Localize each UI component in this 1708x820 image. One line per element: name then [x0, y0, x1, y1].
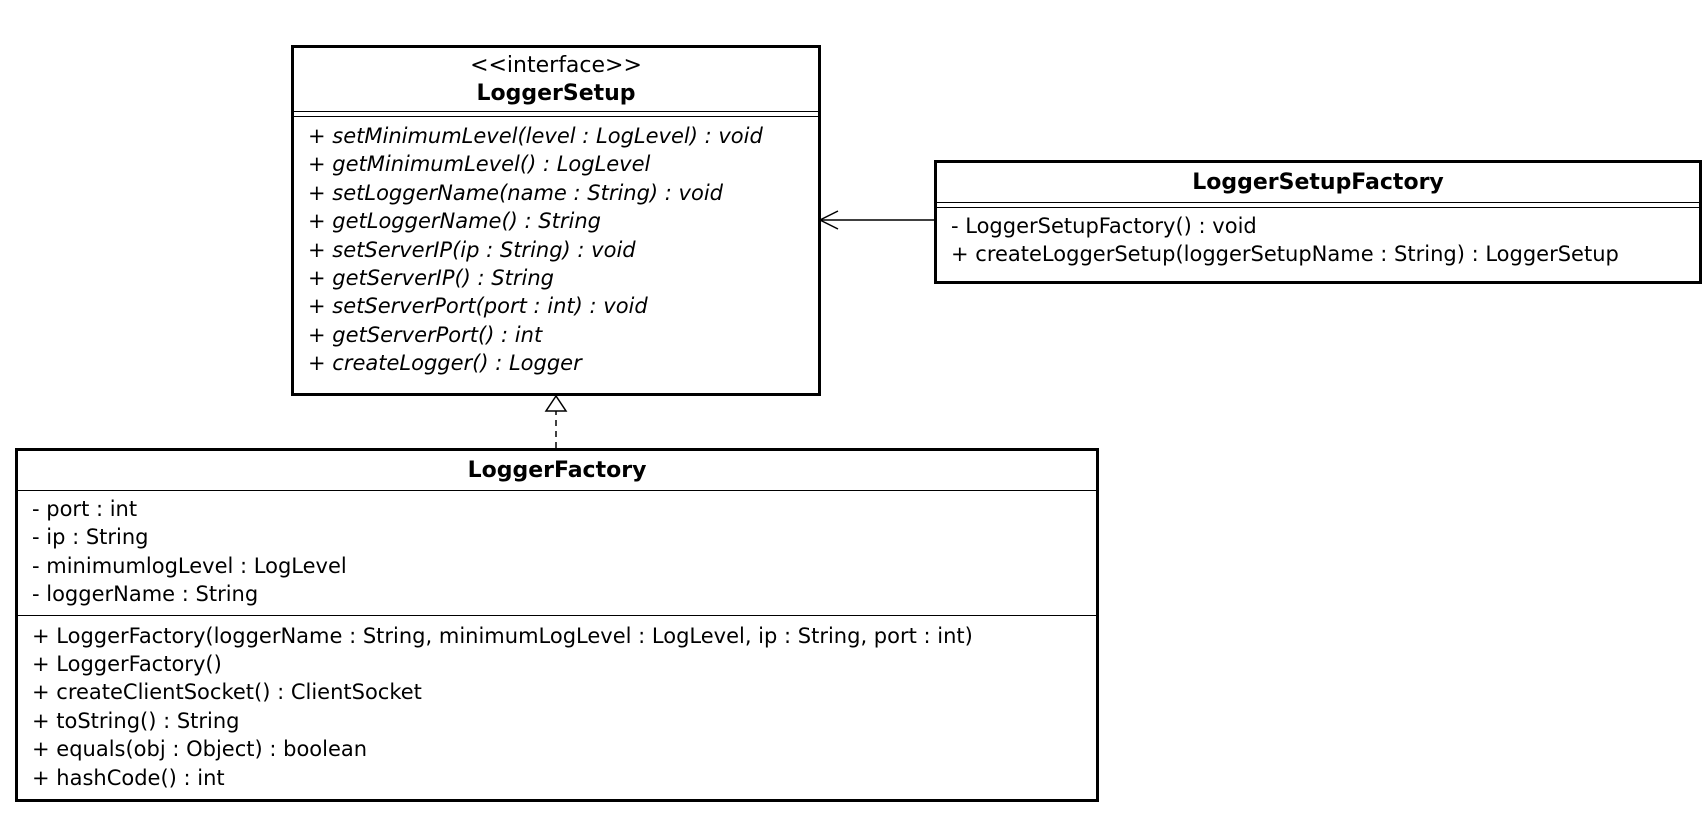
operations-compartment: + setMinimumLevel(level : LogLevel) : vo…	[294, 116, 818, 384]
operation: + getServerIP() : String	[308, 266, 554, 291]
operation: + LoggerFactory()	[32, 652, 222, 677]
operation: + setServerIP(ip : String) : void	[308, 237, 636, 262]
class-header: <<interface>> LoggerSetup	[294, 48, 818, 111]
class-name: LoggerSetupFactory	[1192, 170, 1444, 195]
operation: + getMinimumLevel() : LogLevel	[308, 152, 651, 177]
operation: + getLoggerName() : String	[308, 209, 601, 234]
operation: + getServerPort() : int	[308, 322, 543, 347]
operation: + setMinimumLevel(level : LogLevel) : vo…	[308, 124, 763, 148]
class-name: LoggerSetup	[476, 81, 636, 106]
association-arrow	[818, 210, 934, 230]
operation: + setLoggerName(name : String) : void	[308, 180, 723, 205]
operation: + equals(obj : Object) : boolean	[32, 737, 368, 762]
class-header: LoggerSetupFactory	[937, 163, 1699, 202]
class-header: LoggerFactory	[18, 451, 1096, 490]
attributes-compartment	[937, 202, 1699, 207]
operation: + setServerPort(port : int) : void	[308, 294, 648, 319]
operations-compartment: + LoggerFactory(loggerName : String, min…	[18, 614, 1096, 798]
realization-arrow	[544, 394, 568, 448]
operations-compartment: - LoggerSetupFactory() : void + createLo…	[937, 207, 1699, 275]
attributes-compartment: - port : int - ip : String - minimumlogL…	[18, 490, 1096, 615]
operation: + createLogger() : Logger	[308, 351, 582, 376]
operation: + createClientSocket() : ClientSocket	[32, 680, 422, 705]
attribute: - port : int	[32, 497, 138, 521]
attributes-compartment	[294, 111, 818, 116]
operation: + hashCode() : int	[32, 765, 225, 790]
attribute: - loggerName : String	[32, 582, 259, 607]
attribute: - ip : String	[32, 525, 149, 550]
attribute: - minimumlogLevel : LogLevel	[32, 553, 347, 578]
class-logger-factory[interactable]: LoggerFactory - port : int - ip : String…	[15, 448, 1099, 802]
class-logger-setup-factory[interactable]: LoggerSetupFactory - LoggerSetupFactory(…	[934, 160, 1702, 284]
operation: + createLoggerSetup(loggerSetupName : St…	[951, 242, 1619, 267]
operation: - LoggerSetupFactory() : void	[951, 214, 1257, 238]
operation: + LoggerFactory(loggerName : String, min…	[32, 623, 973, 648]
stereotype-label: <<interface>>	[470, 53, 642, 78]
class-logger-setup[interactable]: <<interface>> LoggerSetup + setMinimumLe…	[291, 45, 821, 396]
class-name: LoggerFactory	[467, 458, 647, 483]
operation: + toString() : String	[32, 708, 240, 733]
